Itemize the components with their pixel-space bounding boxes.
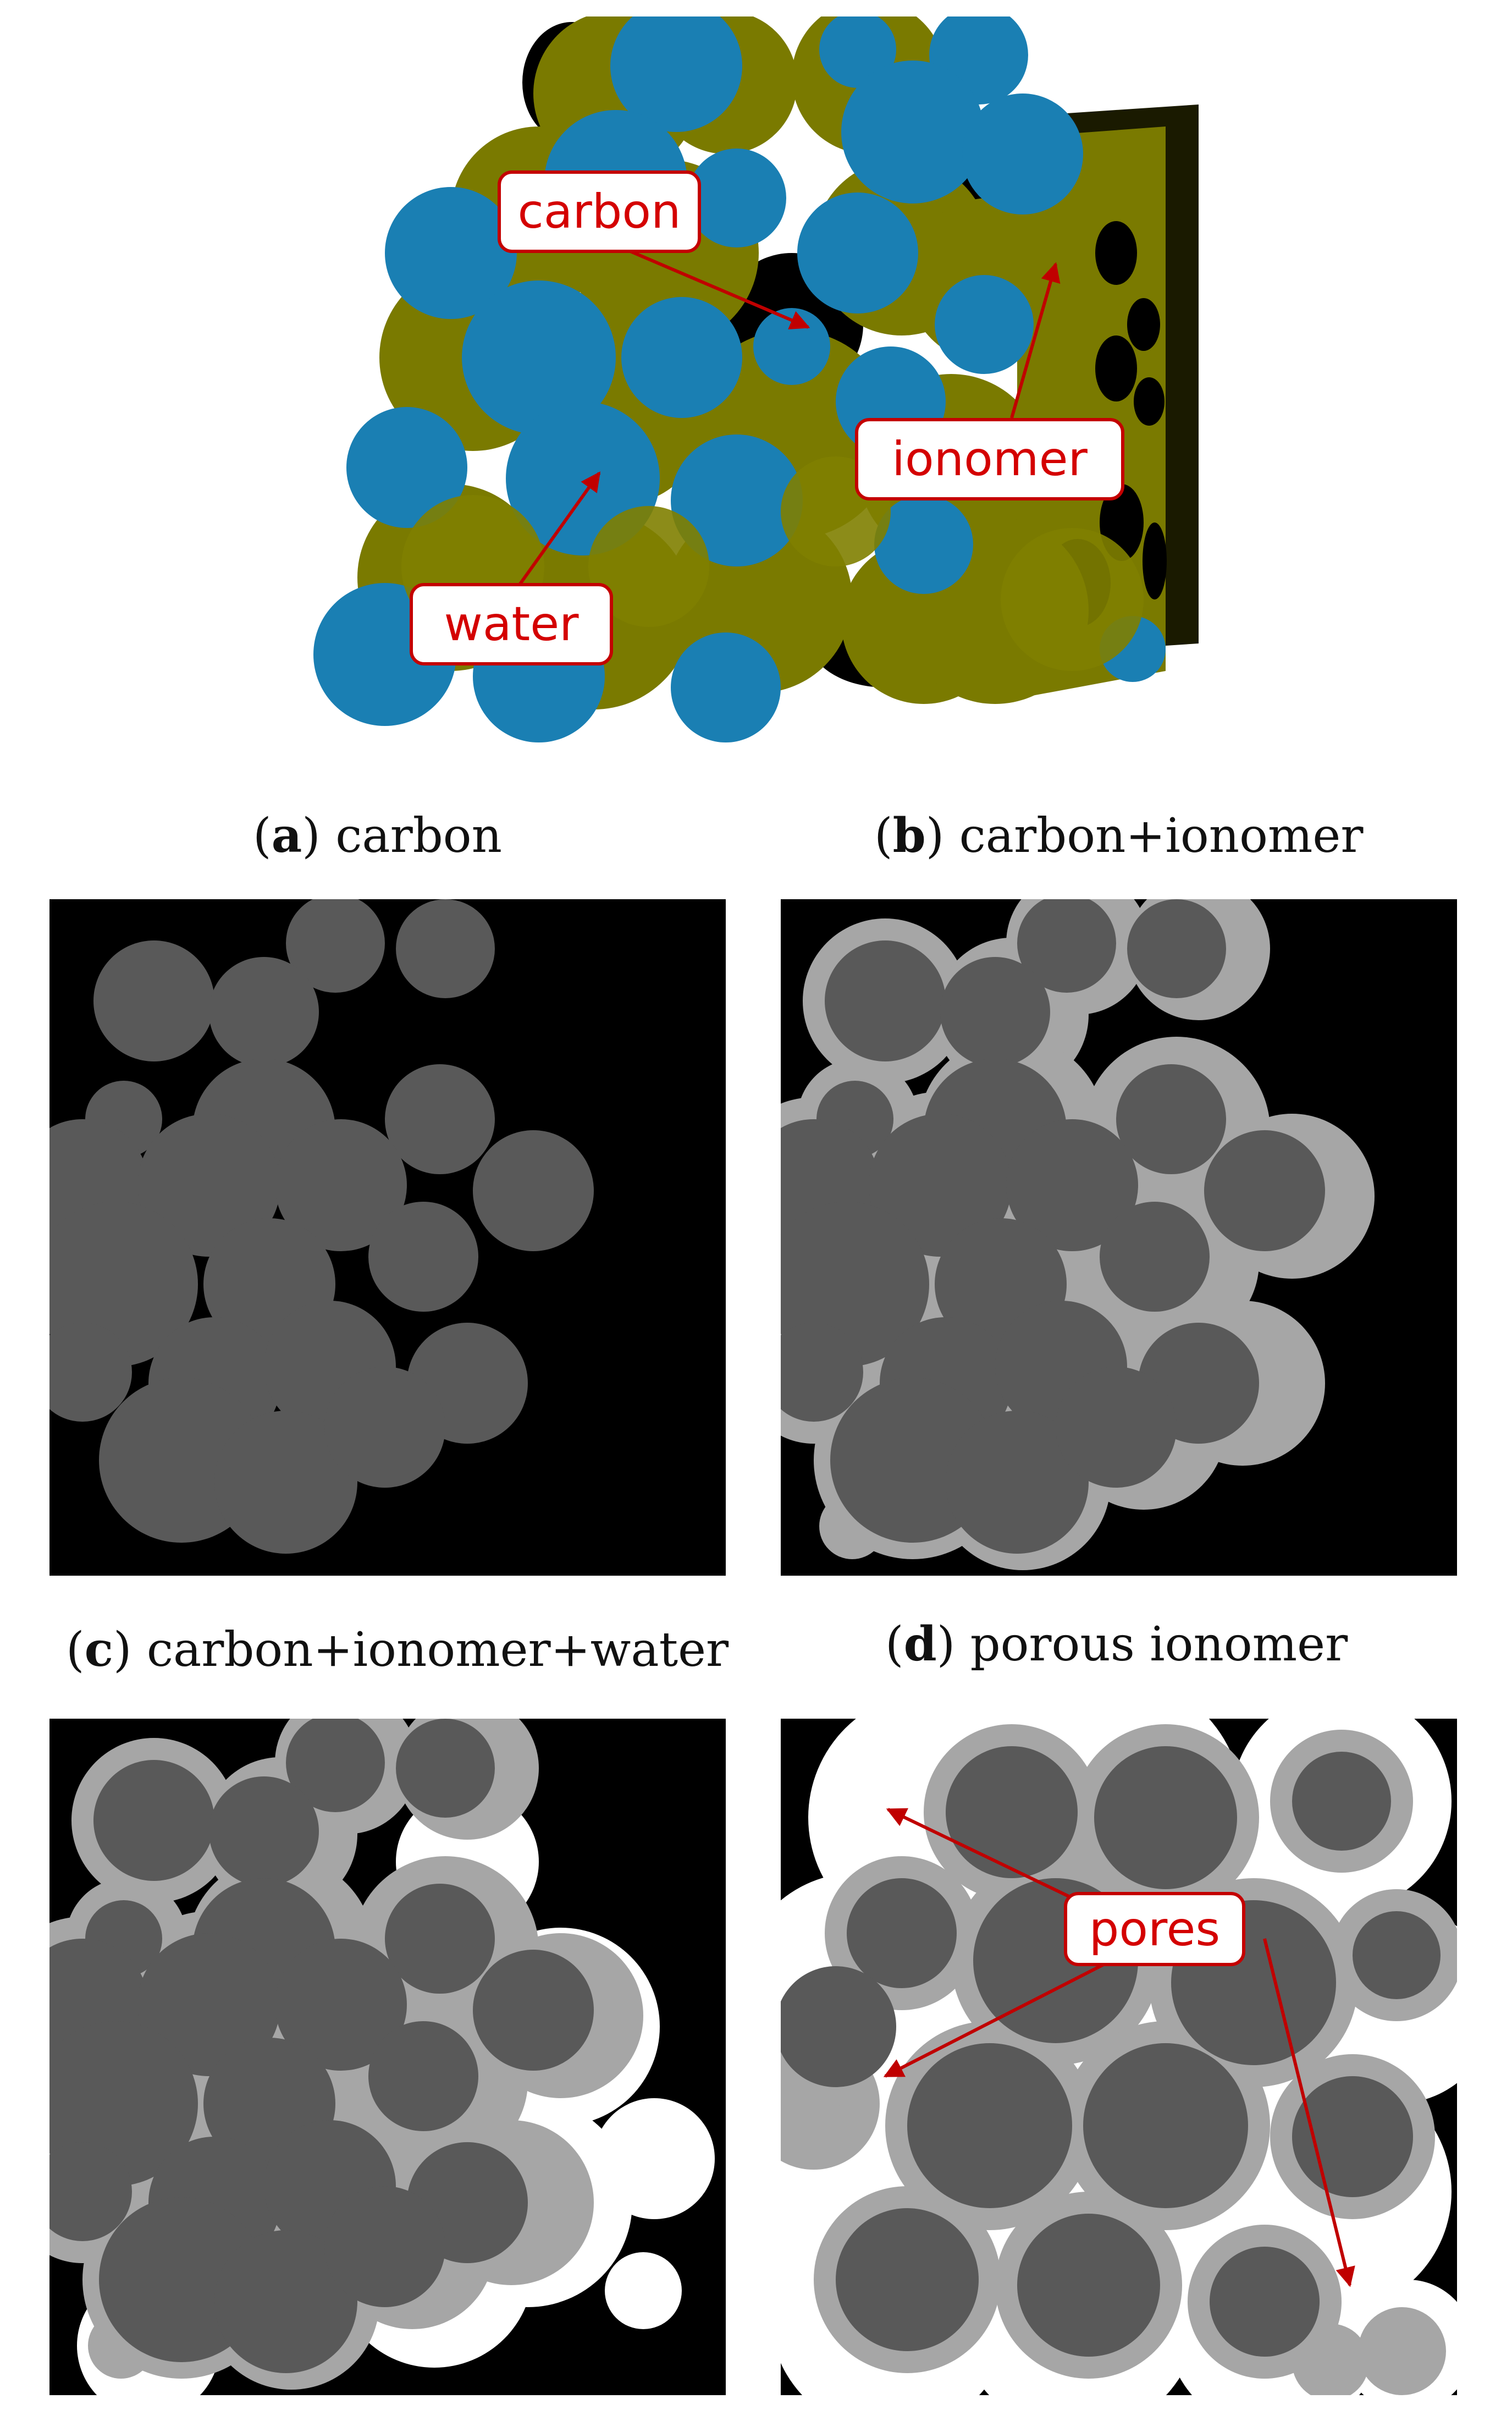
ionomer-arrow: [1010, 262, 1061, 419]
carbon-arrow: [620, 246, 810, 329]
caption-a: (a) carbon: [253, 808, 502, 863]
water-spheres-3d: [313, 16, 1166, 742]
panel-d-slice: [781, 1719, 1457, 2395]
water-label: water: [410, 583, 613, 665]
panel-a-slice: [49, 899, 726, 1576]
pores-arrow-1: [886, 1808, 1101, 1913]
panel-c-slice: [49, 1719, 726, 2395]
pores-arrow-3: [1263, 1938, 1355, 2287]
carbon-particles: [49, 899, 594, 1554]
carbon-particles: [49, 1719, 594, 2373]
pores-label: pores: [1064, 1892, 1245, 1966]
caption-d: (d) porous ionomer: [885, 1616, 1348, 1672]
carbon-particles: [781, 1746, 1441, 2357]
caption-c: (c) carbon+ionomer+water: [66, 1622, 729, 1677]
carbon-label: carbon: [498, 170, 701, 253]
carbon-particles: [781, 899, 1325, 1554]
pores-arrow-2: [883, 1948, 1134, 2078]
ionomer-label: ionomer: [855, 418, 1124, 500]
panel-b-slice: [781, 899, 1457, 1576]
caption-b: (b) carbon+ionomer: [874, 808, 1364, 863]
water-arrow: [515, 471, 601, 590]
